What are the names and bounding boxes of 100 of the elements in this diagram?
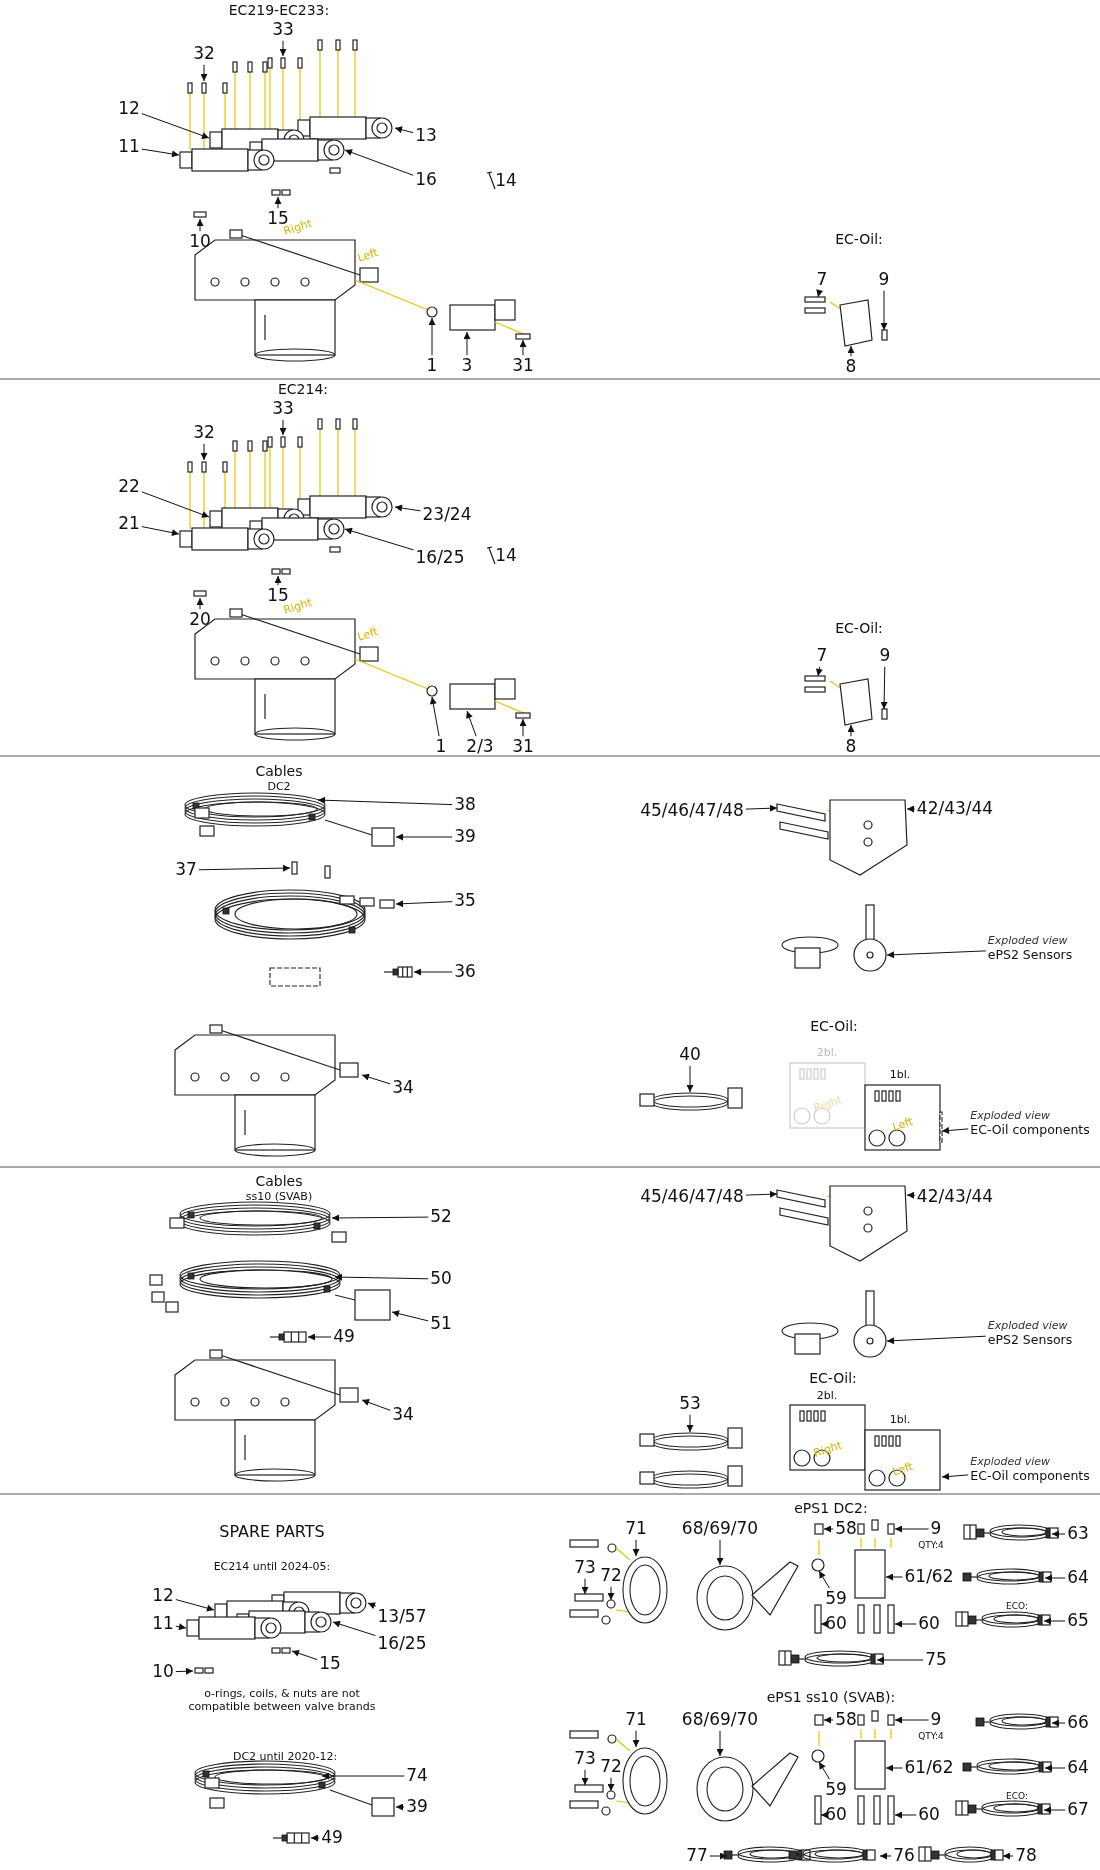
cable-drawing	[788, 1846, 876, 1863]
part-label: ePS2 Sensors	[987, 1333, 1073, 1348]
callout-number: 77	[686, 1846, 708, 1866]
section-heading: EC-Oil:	[809, 1369, 857, 1387]
view-caption: Exploded view	[987, 935, 1069, 949]
valve-block-drawing	[354, 279, 531, 340]
leader-line	[395, 900, 453, 908]
leader-line	[344, 149, 414, 176]
callout-number: 49	[321, 1828, 343, 1848]
callout-number: 53	[679, 1394, 701, 1414]
mounting-plate-drawing	[776, 799, 908, 876]
leader-line	[332, 1620, 376, 1637]
section-subheading: ss10 (SVAB)	[245, 1190, 313, 1204]
block-count-label: 1bl.	[889, 1413, 911, 1427]
cable-drawing	[975, 1713, 1059, 1730]
section-heading: EC214:	[277, 380, 329, 398]
leader-line	[632, 1539, 640, 1557]
cable-drawing	[963, 1524, 1059, 1541]
leader-line	[198, 864, 291, 872]
callout-number: 58	[835, 1710, 857, 1730]
callout-number: 20	[189, 610, 211, 630]
page-heading: SPARE PARTS	[219, 1522, 325, 1542]
leader-line	[395, 1803, 405, 1811]
view-caption: Exploded view	[987, 1320, 1069, 1334]
screw-drawing	[291, 861, 331, 879]
leader-line	[876, 1656, 924, 1664]
leader-line	[391, 1310, 429, 1322]
leader-line	[413, 968, 453, 976]
callout-number: 34	[392, 1078, 414, 1098]
callout-number: 8	[845, 357, 857, 377]
callout-number: 13	[415, 126, 437, 146]
callout-number: 64	[1067, 1758, 1089, 1778]
leader-line	[716, 1730, 724, 1757]
leader-line	[394, 504, 421, 512]
callout-number: 76	[893, 1846, 915, 1866]
leader-line	[886, 950, 987, 959]
leader-line	[879, 1852, 892, 1860]
cable-drawing	[639, 1087, 743, 1111]
callout-number: 36	[454, 962, 476, 982]
callout-number: 71	[625, 1710, 647, 1730]
leader-line	[607, 1586, 615, 1601]
cable-coil-drawing	[169, 1201, 347, 1243]
leader-line	[429, 696, 440, 737]
side-label: Left	[891, 1115, 915, 1135]
callout-number: 16	[415, 170, 437, 190]
callout-number: 33	[272, 399, 294, 419]
callout-number: 31	[512, 356, 534, 376]
callout-number: 59	[825, 1780, 847, 1800]
cable-coil-drawing	[184, 792, 395, 847]
side-label: Left	[891, 1460, 915, 1480]
sensor-drawing	[781, 1290, 887, 1358]
callout-number: 33	[272, 20, 294, 40]
cable-drawing	[723, 1846, 811, 1863]
callout-number: 23/24	[422, 505, 472, 525]
leader-line	[1044, 1574, 1066, 1582]
view-caption: Exploded view	[970, 1110, 1052, 1124]
leader-line	[941, 1126, 969, 1134]
callout-number: 1	[426, 356, 438, 376]
leader-line	[344, 527, 414, 551]
callout-number: 49	[333, 1327, 355, 1347]
cable-drawing	[955, 1800, 1051, 1817]
leader-line	[815, 666, 823, 677]
leader-line	[1051, 1530, 1066, 1538]
valve-block-drawing	[789, 1062, 943, 1151]
callout-number: 39	[454, 827, 476, 847]
leader-line	[307, 1333, 332, 1341]
leader-line	[291, 1649, 318, 1661]
connector-drawing	[383, 966, 413, 978]
leader-line	[1043, 1617, 1066, 1625]
cable-drawing	[778, 1650, 884, 1667]
section-heading: EC-Oil:	[835, 619, 883, 637]
callout-number: 7	[816, 646, 828, 666]
part-label: EC-Oil components	[970, 1123, 1090, 1138]
valve-block-drawing	[789, 1404, 941, 1491]
callout-number: 59	[825, 1589, 847, 1609]
callout-number: 78	[1015, 1846, 1037, 1866]
callout-number: 14	[495, 171, 517, 191]
callout-number: 2/3	[466, 737, 494, 757]
part-label: EC-Oil components	[970, 1469, 1090, 1484]
manifold-drawing	[174, 1349, 359, 1482]
callout-number: 39	[406, 1797, 428, 1817]
leader-line	[906, 1191, 916, 1199]
section-subheading: DC2 until 2020-12:	[232, 1750, 338, 1764]
callout-number: 67	[1067, 1800, 1089, 1820]
callout-number: 58	[835, 1519, 857, 1539]
leader-line	[321, 1772, 405, 1780]
section-subheading: DC2	[267, 780, 291, 794]
leader-line	[847, 345, 855, 357]
callout-number: 63	[1067, 1524, 1089, 1544]
callout-number: 10	[152, 1662, 174, 1682]
callout-number: 40	[679, 1045, 701, 1065]
leader-line	[716, 1539, 724, 1566]
block-count-label: 1bl.	[889, 1068, 911, 1082]
section-heading: EC219-EC233:	[228, 1, 330, 19]
callout-number: 45/46/47/48	[640, 801, 744, 821]
leader-line	[279, 419, 287, 436]
callout-number: 7	[816, 270, 828, 290]
callout-number: 35	[454, 891, 476, 911]
cable-drawing	[962, 1568, 1052, 1585]
leader-line	[175, 1623, 187, 1631]
